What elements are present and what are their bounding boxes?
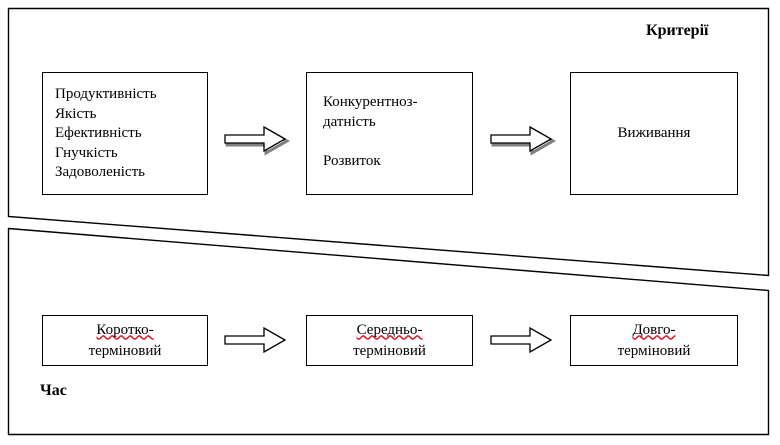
box-survival[interactable]: Виживання — [570, 72, 738, 195]
criteria-line-2: Якість — [55, 105, 97, 122]
arrow-right-4 — [490, 326, 553, 354]
lower-panel-outline — [7, 227, 770, 436]
box-long-term[interactable]: Довго- терміновий — [570, 315, 738, 366]
upper-panel-outline — [7, 7, 770, 277]
competitiveness-line-1: Конкурентноз- — [323, 94, 418, 110]
arrow-right-1 — [224, 125, 290, 156]
competitiveness-spacer — [323, 132, 472, 152]
mid-term-line-2: терміновий — [353, 342, 426, 359]
competitiveness-line-2: датність — [323, 113, 376, 130]
long-term-line-1: Довго- — [632, 321, 676, 338]
box-short-term[interactable]: Коротко- терміновий — [42, 315, 208, 366]
box-mid-term[interactable]: Середньо- терміновий — [306, 315, 473, 366]
short-term-line-2: терміновий — [88, 342, 162, 359]
box-competitiveness[interactable]: Конкурентноз- датність Розвиток — [306, 72, 473, 195]
criteria-line-4: Гнучкість — [55, 144, 118, 161]
competitiveness-line-3: Розвиток — [323, 153, 381, 169]
lower-panel-label: Час — [40, 382, 67, 399]
arrow-right-3 — [224, 326, 287, 354]
arrow-right-2 — [490, 125, 556, 156]
short-term-line-1: Коротко- — [96, 321, 154, 338]
upper-panel-label: Критерії — [646, 22, 709, 39]
criteria-line-5: Задоволеність — [55, 164, 145, 180]
criteria-line-3: Ефективність — [55, 125, 142, 141]
long-term-line-2: терміновий — [617, 342, 691, 359]
mid-term-line-1: Середньо- — [356, 321, 423, 338]
box-criteria-inputs[interactable]: Продуктивність Якість Ефективність Гнучк… — [42, 72, 208, 195]
criteria-line-1: Продуктивність — [55, 86, 157, 102]
survival-label: Виживання — [617, 124, 691, 141]
